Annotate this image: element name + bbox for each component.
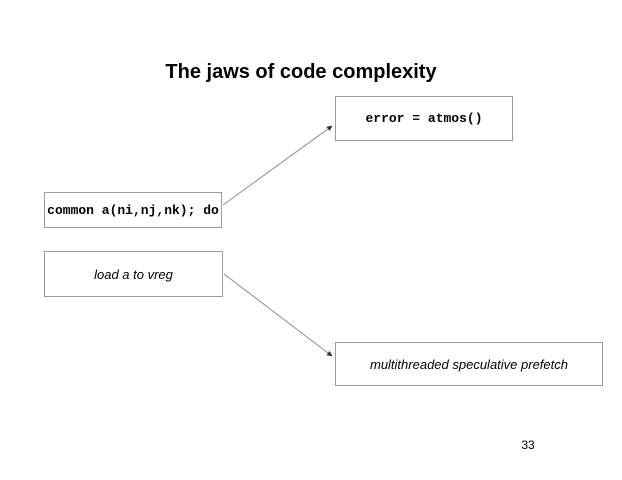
node-load-vreg: load a to vreg: [44, 251, 223, 297]
connector-load-to-prefetch: [223, 273, 333, 357]
page-number: 33: [521, 438, 535, 452]
slide-title: The jaws of code complexity: [165, 61, 437, 83]
node-error-atmos: error = atmos(): [335, 96, 513, 141]
node-multithreaded-prefetch: multithreaded speculative prefetch: [335, 342, 603, 386]
connector-common-to-error: [222, 125, 333, 206]
node-common-decl: common a(ni,nj,nk); do: [44, 192, 222, 228]
